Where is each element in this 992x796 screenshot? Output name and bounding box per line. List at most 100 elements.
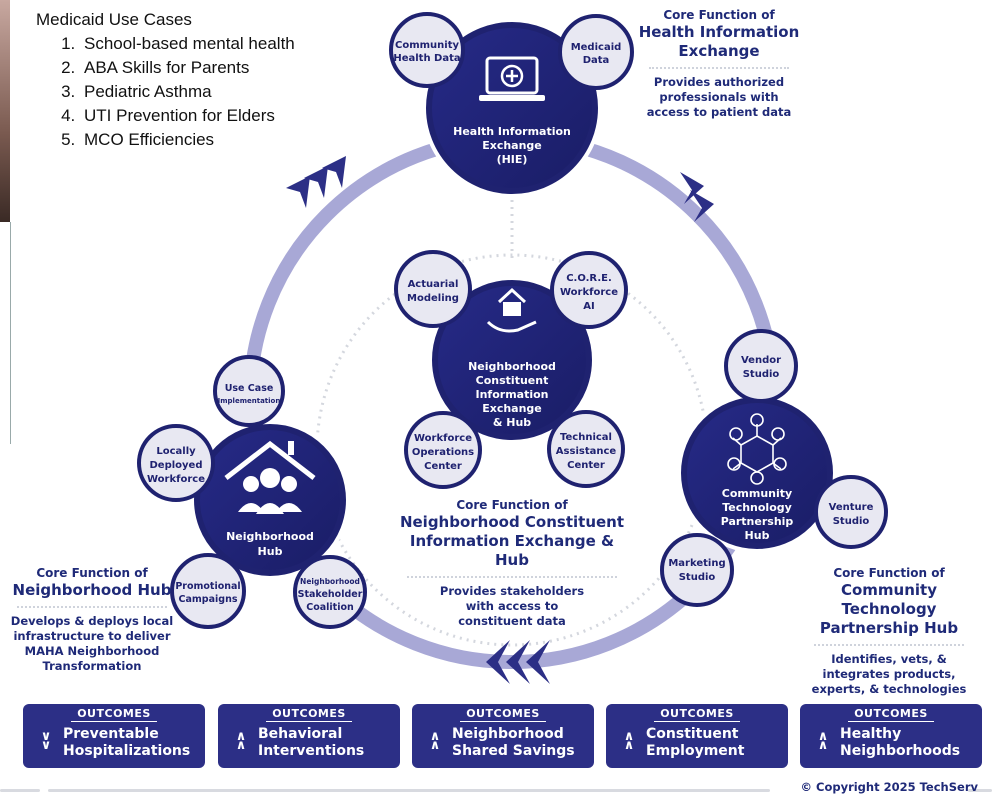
network-icon [727, 413, 787, 485]
svg-text:Workforce: Workforce [414, 433, 472, 444]
svg-text:Center: Center [567, 460, 605, 471]
outcome-header: OUTCOMES [460, 707, 546, 722]
satellite-promotional-campaigns [170, 553, 246, 629]
chevron-up-icon: ∧∧ [817, 729, 829, 753]
svg-text:Hub: Hub [745, 529, 770, 542]
svg-text:Workforce: Workforce [147, 474, 205, 485]
family-house-icon [224, 440, 316, 514]
chevron-up-icon: ∧∧ [235, 729, 247, 753]
dotted-divider [17, 606, 167, 608]
svg-text:Technical: Technical [560, 432, 612, 443]
svg-text:Studio: Studio [743, 369, 780, 380]
svg-text:Center: Center [424, 461, 462, 472]
svg-text:Data: Data [583, 55, 610, 66]
svg-text:Workforce: Workforce [560, 287, 618, 298]
svg-text:Venture: Venture [829, 502, 874, 513]
use-cases-panel: Medicaid Use Cases School-based mental h… [36, 10, 336, 152]
svg-text:Actuarial: Actuarial [408, 279, 459, 290]
svg-text:Promotional: Promotional [175, 581, 240, 592]
svg-text:Operations: Operations [412, 447, 474, 458]
copyright-text: © Copyright 2025 TechServ [800, 780, 979, 794]
satellite-workforce-operations-center [404, 411, 482, 489]
satellite-neighborhood-stakeholder-coalition [293, 555, 367, 629]
footer-divider [48, 789, 770, 792]
satellite-core-workforce-ai [550, 251, 628, 329]
svg-text:Studio: Studio [833, 516, 870, 527]
satellite-vendor-studio [724, 329, 798, 403]
neighborhood-hub-label: Neighborhood [226, 530, 314, 543]
constituent-hub-label: Neighborhood [468, 360, 556, 373]
satellite-locally-deployed-workforce [137, 424, 215, 502]
svg-text:AI: AI [583, 301, 594, 312]
satellite-venture-studio [814, 475, 888, 549]
tech-core-function-note: Core Function of Community Technology Pa… [811, 566, 967, 696]
svg-text:Deployed: Deployed [150, 460, 203, 471]
chevron-icon [286, 156, 346, 208]
svg-text:Studio: Studio [679, 572, 716, 583]
dotted-divider [407, 576, 617, 578]
satellite-technical-assistance-center [547, 410, 625, 488]
svg-text:Constituent: Constituent [476, 374, 549, 387]
footer-divider [0, 789, 40, 792]
dotted-divider [814, 644, 964, 646]
chevron-down-icon: ∨∨ [40, 729, 52, 753]
svg-text:Partnership: Partnership [721, 515, 794, 528]
svg-text:Exchange: Exchange [482, 139, 542, 152]
use-cases-title: Medicaid Use Cases [36, 10, 192, 29]
use-case-item: MCO Efficiencies [80, 128, 336, 152]
svg-text:C.O.R.E.: C.O.R.E. [566, 273, 612, 284]
svg-text:Campaigns: Campaigns [179, 594, 238, 605]
svg-text:Modeling: Modeling [407, 293, 459, 304]
outcome-header: OUTCOMES [71, 707, 157, 722]
chevron-icon [486, 640, 550, 684]
svg-text:Marketing: Marketing [668, 558, 725, 569]
use-case-item: ABA Skills for Parents [80, 56, 336, 80]
svg-text:& Hub: & Hub [493, 416, 531, 429]
svg-text:Technology: Technology [722, 501, 792, 514]
svg-text:Stakeholder: Stakeholder [298, 589, 363, 600]
constituent-core-function-note: Core Function of Neighborhood Constituen… [399, 498, 625, 628]
chevron-up-icon: ∧∧ [623, 729, 635, 753]
outcome-header: OUTCOMES [654, 707, 740, 722]
svg-text:(HIE): (HIE) [497, 153, 528, 166]
hand-house-icon [486, 287, 537, 333]
use-case-item: Pediatric Asthma [80, 80, 336, 104]
satellite-medicaid-data [558, 14, 634, 90]
photo-edge [0, 0, 10, 222]
svg-text:Community: Community [395, 40, 459, 51]
svg-text:Health Data: Health Data [393, 53, 460, 64]
svg-text:Locally: Locally [156, 446, 196, 457]
outcome-header: OUTCOMES [266, 707, 352, 722]
divider-line [10, 222, 11, 444]
svg-text:Exchange: Exchange [482, 402, 542, 415]
hie-core-function-note: Core Function of Health Information Exch… [638, 8, 800, 119]
chevron-up-icon: ∧∧ [429, 729, 441, 753]
chevron-icon [680, 172, 714, 222]
svg-text:Hub: Hub [258, 545, 283, 558]
footer-divider [968, 789, 992, 792]
svg-text:Vendor: Vendor [741, 355, 781, 366]
svg-text:Information: Information [476, 388, 549, 401]
svg-text:Assistance: Assistance [556, 446, 617, 457]
laptop-icon [479, 56, 545, 101]
svg-text:Coalition: Coalition [306, 602, 354, 613]
outcome-header: OUTCOMES [848, 707, 934, 722]
hie-label: Health Information [453, 125, 571, 138]
use-case-item: School-based mental health [80, 32, 336, 56]
svg-text:Neighborhood: Neighborhood [300, 577, 360, 586]
satellite-use-case-implementation [213, 355, 285, 427]
satellite-actuarial-modeling [394, 250, 472, 328]
use-cases-list: School-based mental health ABA Skills fo… [36, 32, 336, 152]
dotted-divider [649, 67, 789, 69]
